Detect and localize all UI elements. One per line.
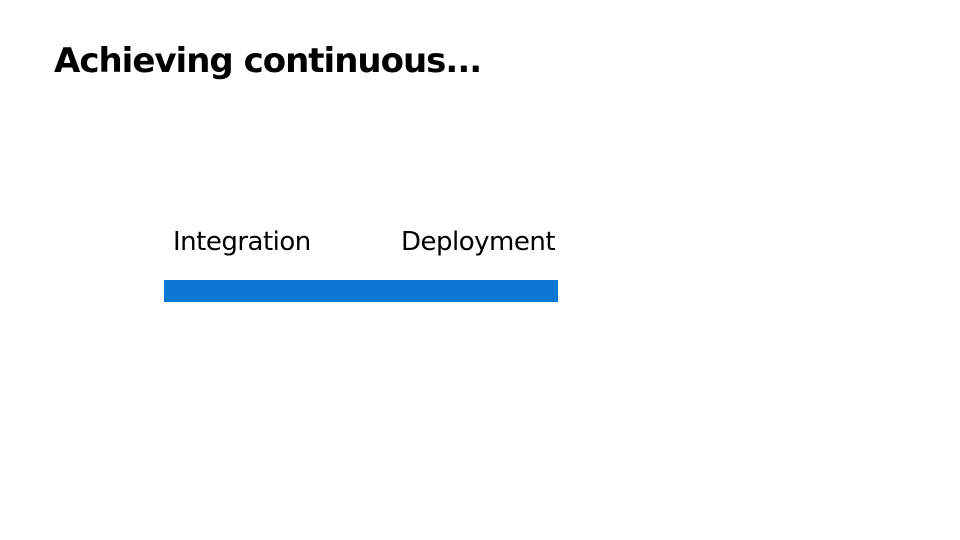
pipeline-bar <box>164 280 558 302</box>
stage-label-integration: Integration <box>173 227 311 257</box>
stage-label-deployment: Deployment <box>401 227 556 257</box>
slide-title: Achieving continuous... <box>54 41 482 81</box>
